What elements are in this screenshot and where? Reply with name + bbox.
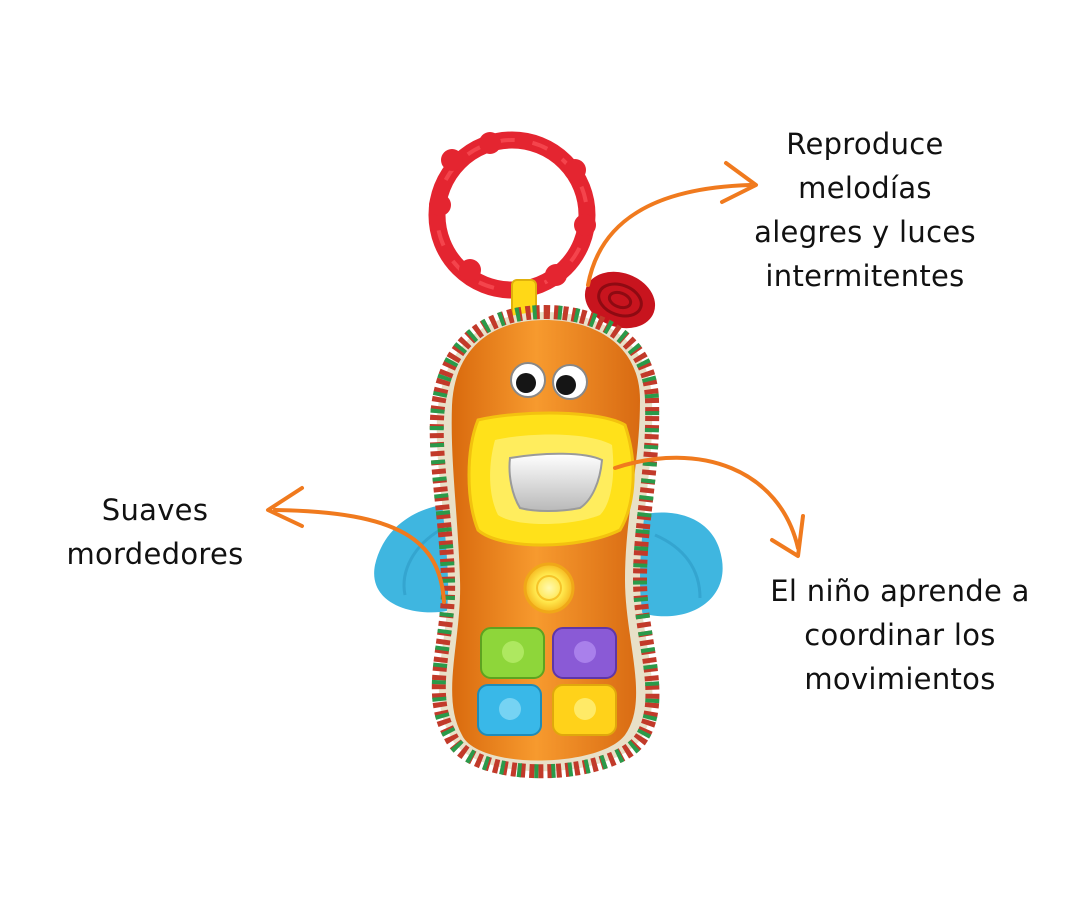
teether-ring-icon [428, 131, 596, 299]
callout-line: movimientos [804, 662, 996, 696]
callout-line: intermitentes [765, 259, 965, 293]
callout-coordination: El niño aprende a coordinar los movimien… [745, 569, 1055, 701]
arrow-teethers [266, 486, 446, 604]
googly-eyes [510, 362, 588, 400]
callout-line: El niño aprende a [770, 574, 1030, 608]
teether-disc-icon [584, 271, 656, 329]
callout-line: Suaves [101, 493, 209, 527]
callout-line: coordinar los [804, 618, 996, 652]
light-button [523, 562, 575, 614]
arrow-melodies [586, 161, 758, 287]
animal-buttons [477, 627, 617, 736]
callout-line: Reproduce [786, 127, 944, 161]
mirror-face [467, 411, 635, 547]
callout-line: alegres y luces [754, 215, 976, 249]
callout-line: melodías [798, 171, 932, 205]
callout-teethers: Suaves mordedores [40, 488, 270, 576]
arrow-coordination [613, 455, 805, 558]
callout-melodies: Reproduce melodías alegres y luces inter… [720, 122, 1010, 298]
callout-line: mordedores [66, 537, 244, 571]
